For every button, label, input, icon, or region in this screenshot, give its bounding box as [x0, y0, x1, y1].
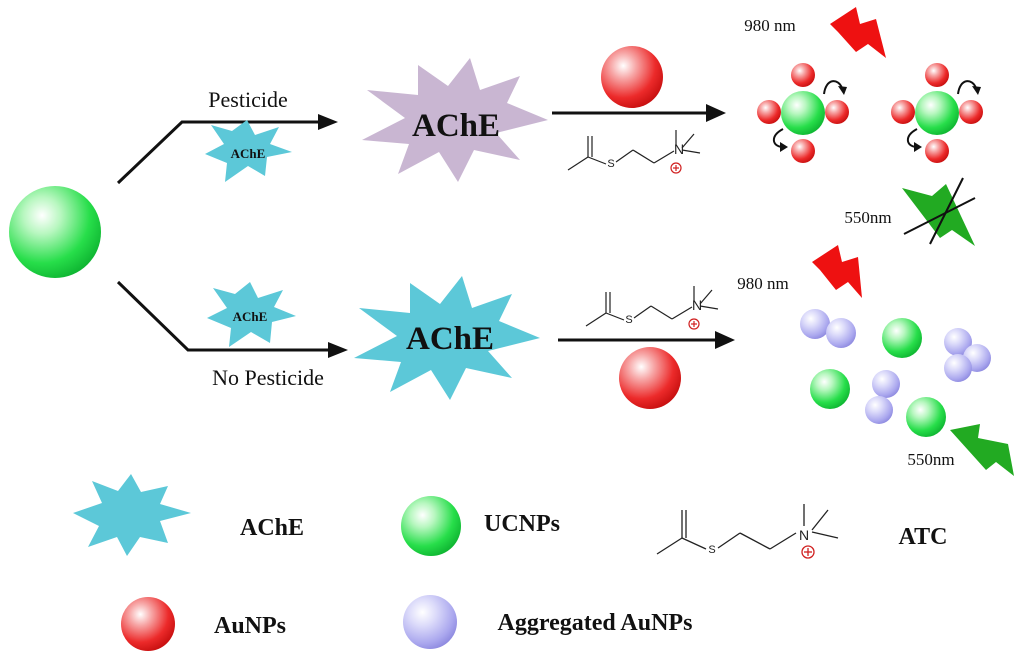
branch-line-bottom	[116, 280, 340, 352]
quench-cross-line-1	[903, 197, 976, 235]
pesticide-label: Pesticide	[208, 87, 287, 112]
wavelength-550-top: 550nm	[844, 208, 891, 227]
wavelength-980-bottom: 980 nm	[737, 274, 788, 293]
legend-ucnps-label: UCNPs	[484, 511, 560, 537]
reaction-arrowhead-bottom	[715, 331, 735, 349]
laser-bolt-bottom	[812, 245, 862, 298]
legend-ache-label: AChE	[240, 515, 304, 541]
ache-label-large-top: AChE	[412, 108, 500, 144]
ache-star-large-inhibited	[362, 58, 548, 182]
legend-atc-molecule	[656, 504, 839, 559]
atc-molecule-top	[567, 130, 701, 174]
ache-star-large-active	[354, 276, 540, 400]
ache-label-small-top: AChE	[231, 146, 266, 161]
legend-atc-nitrogen: N	[799, 527, 809, 543]
legend-aunps-label: AuNPs	[214, 613, 286, 639]
ucnp-start	[9, 186, 101, 278]
legend-atc-label: ATC	[899, 524, 948, 550]
ucnp-aunp-complex-1	[757, 63, 849, 163]
atc-molecule-bottom	[585, 286, 719, 330]
atc-sulfur-bottom: S	[625, 314, 632, 326]
aunp-reagent-bottom	[619, 347, 681, 409]
branch-arrowhead-top	[318, 114, 338, 130]
ache-label-small-bottom: AChE	[233, 309, 268, 324]
atc-sulfur-top: S	[607, 158, 614, 170]
ache-label-large-bottom: AChE	[406, 321, 494, 357]
aggregated-aunp-cluster	[800, 309, 991, 424]
reaction-arrowhead-top	[706, 104, 726, 122]
atc-nitrogen-bottom: N	[692, 297, 702, 313]
aunp-reagent-top	[601, 46, 663, 108]
ache-star-small-top	[205, 120, 292, 182]
legend-atc-sulfur: S	[708, 544, 715, 556]
emission-bolt-quenched	[902, 184, 975, 246]
free-ucnp-cluster	[810, 318, 946, 437]
legend-aggregated-aunp-icon	[403, 595, 457, 649]
wavelength-550-bottom: 550nm	[907, 450, 954, 469]
branch-arrowhead-bottom	[328, 342, 348, 358]
legend-ucnp-icon	[401, 496, 461, 556]
ache-star-small-bottom	[207, 282, 296, 347]
no-pesticide-label: No Pesticide	[212, 365, 324, 390]
legend-aunp-icon	[121, 597, 175, 651]
wavelength-980-top: 980 nm	[744, 16, 795, 35]
atc-nitrogen-top: N	[674, 141, 684, 157]
ucnp-aunp-complex-2	[891, 63, 983, 163]
laser-bolt-top	[830, 7, 886, 58]
legend-ache-icon	[73, 474, 191, 556]
branch-line-top	[116, 120, 330, 185]
quench-cross-line-2	[929, 177, 964, 245]
emission-bolt-active	[950, 424, 1014, 476]
legend-aggregated-aunps-label: Aggregated AuNPs	[498, 610, 693, 636]
